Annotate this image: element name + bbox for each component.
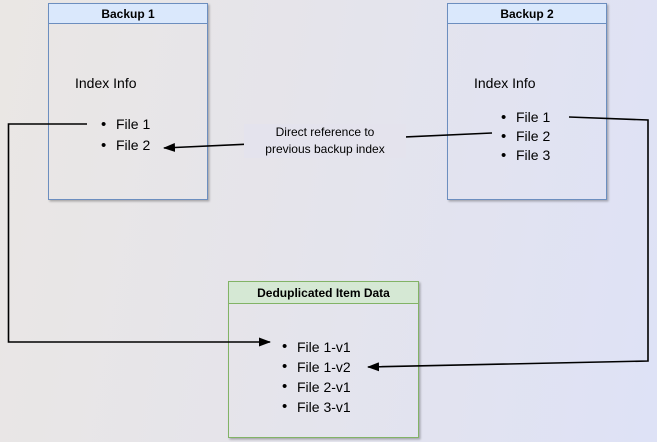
edge-annotation-line2: previous backup index [265, 142, 385, 156]
file-item: File 2 [501, 127, 550, 146]
backup2-index-info-label: Index Info [474, 75, 536, 91]
backup2-file-list: File 1 File 2 File 3 [501, 108, 550, 165]
dedup-store-title: Deduplicated Item Data [257, 285, 390, 300]
dedup-file-list: File 1-v1 File 1-v2 File 2-v1 File 3-v1 [282, 337, 351, 417]
dedup-store-box: Deduplicated Item Data File 1-v1 File 1-… [228, 281, 419, 438]
backup2-title: Backup 2 [500, 6, 554, 21]
edge-annotation: Direct reference to previous backup inde… [244, 124, 406, 158]
file-item: File 1 [501, 108, 550, 127]
backup1-file-list: File 1 File 2 [101, 114, 150, 156]
file-item: File 1 [101, 114, 150, 135]
file-item: File 1-v2 [282, 357, 351, 377]
file-item: File 2 [101, 135, 150, 156]
backup1-title: Backup 1 [101, 6, 155, 21]
dedup-store-header: Deduplicated Item Data [229, 282, 418, 304]
backup1-header: Backup 1 [49, 4, 207, 24]
backup1-index-info-label: Index Info [75, 75, 137, 91]
file-item: File 3-v1 [282, 397, 351, 417]
file-item: File 2-v1 [282, 377, 351, 397]
edge-annotation-line1: Direct reference to [275, 125, 375, 139]
backup1-box: Backup 1 Index Info File 1 File 2 [48, 3, 208, 200]
backup2-box: Backup 2 Index Info File 1 File 2 File 3 [447, 3, 607, 200]
file-item: File 3 [501, 146, 550, 165]
file-item: File 1-v1 [282, 337, 351, 357]
backup2-header: Backup 2 [448, 4, 606, 24]
